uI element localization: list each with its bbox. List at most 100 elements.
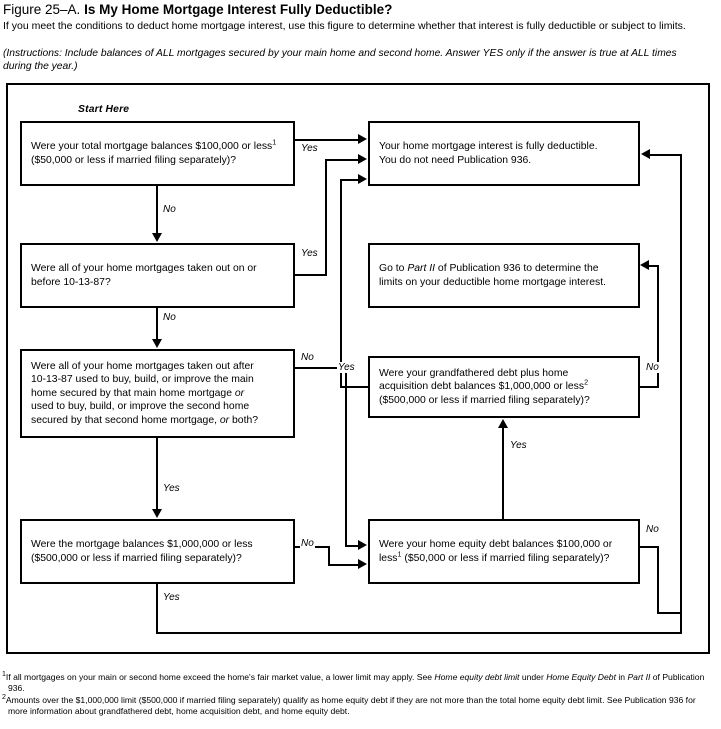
edge-q6-no-line-v [657, 546, 659, 614]
footnote-1-i2: Home Equity Debt [546, 672, 616, 682]
r1-line1: Your home mortgage interest is fully ded… [379, 141, 598, 153]
q3-line3: home secured by that main home mortgage [31, 387, 235, 399]
q4-line2: ($500,000 or less if married filing sepa… [31, 552, 242, 564]
edge-label-q5-yes: Yes [337, 362, 356, 373]
start-here-label: Start Here [78, 104, 130, 115]
q6-line1: Were your home equity debt balances $100… [379, 539, 613, 551]
edge-q2-yes-arrowhead [358, 154, 367, 164]
edge-q4-no-arrowhead [358, 559, 367, 569]
right-return-rail [680, 155, 682, 634]
edge-q3-yes-line [156, 438, 158, 510]
q3-line2: 10-13-87 used to buy, build, or improve … [31, 374, 254, 386]
edge-q3-no-line-h1 [295, 367, 347, 369]
edge-q6-no-line-h1 [640, 546, 659, 548]
edge-label-q6-yes: Yes [509, 440, 528, 451]
footnote-1-t1: If all mortgages on your main or second … [5, 672, 435, 682]
q5-footnote-marker: 2 [584, 377, 589, 387]
result-box-fully-deductible[interactable]: Your home mortgage interest is fully ded… [368, 121, 640, 186]
q3-line1: Were all of your home mortgages taken ou… [31, 360, 254, 372]
decision-box-total-mortgage-balances[interactable]: Were your total mortgage balances $100,0… [20, 121, 295, 186]
footnote-1-t3: in [615, 672, 628, 682]
q4-line1: Were the mortgage balances $1,000,000 or… [31, 539, 253, 551]
figure-instructions-text: (Instructions: Include balances of ALL m… [3, 48, 677, 72]
edge-q2-yes-line-v [325, 160, 327, 276]
footnote-2: 2Amounts over the $1,000,000 limit ($500… [2, 694, 714, 716]
footnote-1-i3: Part II [627, 672, 651, 682]
q2-line1: Were all of your home mortgages taken ou… [31, 263, 257, 275]
footnote-2-text: Amounts over the $1,000,000 limit ($500,… [5, 695, 696, 716]
q2-line2: before 10-13-87? [31, 276, 111, 288]
edge-label-q4-no: No [300, 538, 315, 549]
edge-q5-no-line-h2 [648, 265, 659, 267]
q3-line5b: both? [229, 414, 259, 426]
edge-q1-yes-line [295, 139, 362, 141]
decision-box-mortgages-before-1987[interactable]: Were all of your home mortgages taken ou… [20, 243, 295, 308]
edge-q5-no-arrowhead [640, 260, 649, 270]
edge-label-q6-no: No [645, 524, 660, 535]
q5-line3: ($500,000 or less if married filing sepa… [379, 394, 590, 406]
edge-q2-yes-line-h2 [325, 159, 362, 161]
edge-q3-no-line-v [345, 367, 347, 547]
q6-line2b: ($50,000 or less if married filing separ… [401, 552, 610, 564]
edge-q4-no-line-v [328, 546, 330, 566]
r2-line2: limits on your deductible home mortgage … [379, 276, 606, 288]
figure-number: Figure 25–A. [3, 2, 81, 17]
result-box-go-to-part-ii[interactable]: Go to Part II of Publication 936 to dete… [368, 243, 640, 308]
edge-q2-no-line [156, 308, 158, 340]
edge-label-q3-no: No [300, 352, 315, 363]
edge-label-q5-no: No [645, 362, 660, 373]
figure-question: Is My Home Mortgage Interest Fully Deduc… [84, 2, 393, 17]
edge-label-q4-yes: Yes [162, 592, 181, 603]
edge-label-q3-yes: Yes [162, 483, 181, 494]
decision-box-mortgage-balances-1m[interactable]: Were the mortgage balances $1,000,000 or… [20, 519, 295, 584]
edge-q4-yes-line-v [156, 584, 158, 634]
edge-q5-yes-arrowhead [358, 174, 367, 184]
q3-or-2: or [219, 414, 230, 426]
edge-q2-yes-line-h1 [295, 274, 327, 276]
edge-label-q2-no: No [162, 312, 177, 323]
edge-q5-no-line-h1 [640, 386, 659, 388]
edge-q5-no-line-v [657, 266, 659, 388]
decision-box-mortgages-after-1987-use[interactable]: Were all of your home mortgages taken ou… [20, 349, 295, 438]
r1-line2: You do not need Publication 936. [379, 154, 532, 166]
edge-label-q2-yes: Yes [300, 248, 319, 259]
edge-label-q1-yes: Yes [300, 143, 319, 154]
q1-footnote-marker: 1 [272, 137, 277, 147]
q3-line5a: secured by that second home mortgage, [31, 414, 220, 426]
figure-intro-text: If you meet the conditions to deduct hom… [3, 20, 686, 32]
edge-q3-no-arrowhead [358, 540, 367, 550]
q3-or-1: or [234, 387, 245, 399]
edge-q4-no-line-h2 [328, 564, 362, 566]
edge-q6-no-line-h2 [657, 612, 682, 614]
r2-line1-pre: Go to [379, 263, 408, 275]
footnote-1-t4: of Publication 936. [8, 672, 705, 693]
edge-label-q1-no: No [162, 204, 177, 215]
edge-q1-no-line [156, 186, 158, 233]
q6-line2a: less [379, 552, 398, 564]
footnote-2-marker: 2 [2, 694, 6, 702]
decision-box-home-equity-debt-balances[interactable]: Were your home equity debt balances $100… [368, 519, 640, 584]
edge-q5-yes-line-h1 [340, 386, 370, 388]
footnote-1-t2: under [519, 672, 547, 682]
decision-box-grandfathered-plus-acquisition[interactable]: Were your grandfathered debt plus home a… [368, 356, 640, 418]
page-title: Figure 25–A. Is My Home Mortgage Interes… [3, 2, 703, 17]
edge-q3-no-line-h2 [345, 545, 362, 547]
right-return-rail-head [650, 154, 682, 156]
r2-part-ii: Part II [407, 263, 436, 275]
q6-footnote-marker: 1 [397, 549, 402, 559]
q3-line4: used to buy, build, or improve the secon… [31, 401, 250, 413]
q5-line2: acquisition debt balances $1,000,000 or … [379, 381, 585, 393]
q1-line1: Were your total mortgage balances $100,0… [31, 141, 273, 153]
edge-q1-yes-arrowhead [358, 134, 367, 144]
right-return-arrowhead [641, 149, 650, 159]
edge-q5-yes-line-v [340, 180, 342, 388]
edge-q5-yes-line-h2 [340, 179, 362, 181]
edge-q3-yes-arrowhead [151, 509, 162, 518]
edge-q4-yes-line-h [156, 632, 682, 634]
footnote-1-i1: Home equity debt limit [434, 672, 520, 682]
edge-q1-no-arrowhead [151, 233, 162, 242]
footnote-1-marker: 1 [2, 671, 6, 679]
edge-q6-yes-line [502, 428, 504, 520]
q5-line1: Were your grandfathered debt plus home [379, 367, 569, 379]
